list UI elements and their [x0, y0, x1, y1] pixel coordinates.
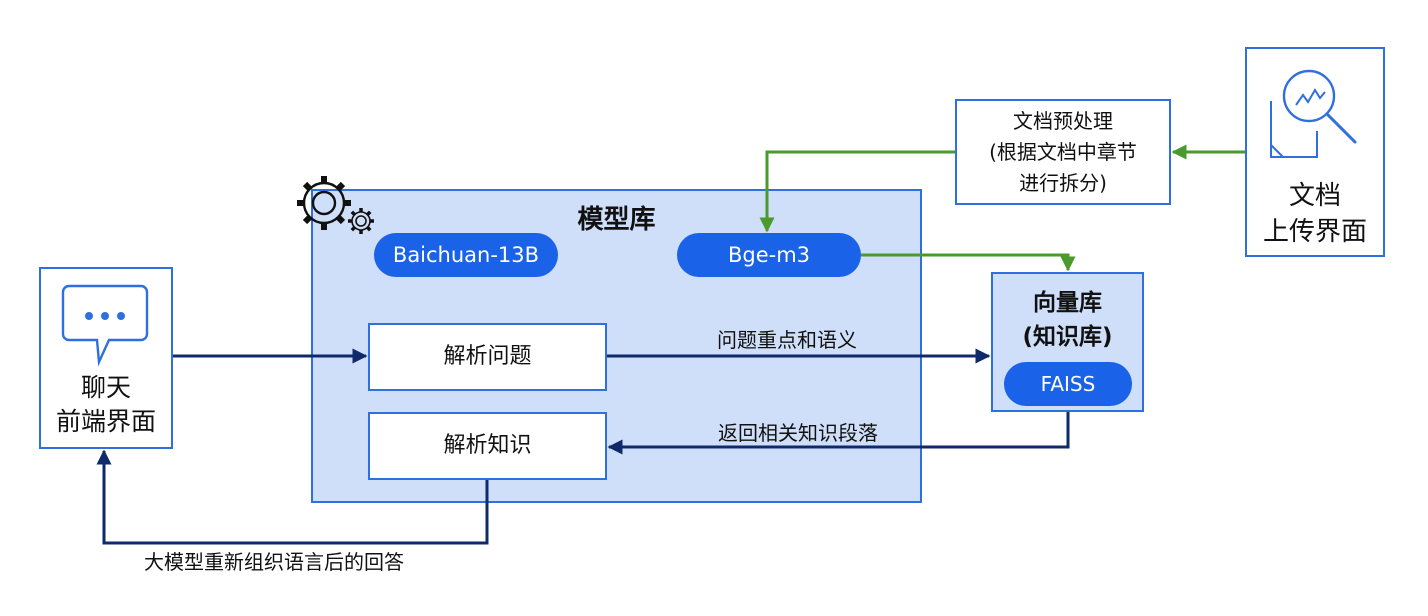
preprocessing-line3: 进行拆分) — [1019, 171, 1107, 195]
arrow-answer-to-chat — [96, 449, 489, 545]
document-search-icon — [1270, 69, 1357, 158]
parse-knowledge-box[interactable]: 解析知识 — [368, 412, 607, 480]
edge-label-db-to-knowledge: 返回相关知识段落 — [718, 421, 878, 445]
upload-ui-line1: 文档 — [1288, 181, 1341, 211]
chat-frontend-line1: 聊天 — [80, 373, 131, 402]
model-pill-bge[interactable]: Bge-m3 — [677, 233, 861, 277]
parse-knowledge-label: 解析知识 — [443, 433, 532, 458]
model-pill-baichuan[interactable]: Baichuan-13B — [374, 233, 558, 277]
faiss-pill[interactable]: FAISS — [1004, 362, 1132, 406]
parse-question-box[interactable]: 解析问题 — [368, 323, 607, 391]
edge-label-question-to-db: 问题重点和语义 — [717, 328, 857, 352]
preprocessing-box[interactable]: 文档预处理 (根据文档中章节 进行拆分) — [955, 99, 1171, 205]
chat-frontend-box[interactable]: 聊天 前端界面 — [39, 267, 173, 449]
arrow-bge-to-db — [861, 253, 1076, 272]
vector-db-line1: 向量库 — [1033, 290, 1102, 316]
chat-frontend-line2: 前端界面 — [55, 407, 156, 436]
preprocessing-line1: 文档预处理 — [1013, 109, 1113, 133]
model-library-title: 模型库 — [577, 205, 656, 235]
arrow-db-to-knowledge — [607, 412, 1070, 455]
arrow-preproc-to-bge — [759, 150, 955, 233]
upload-ui-line2: 上传界面 — [1262, 217, 1367, 247]
chat-bubble-icon — [61, 284, 149, 367]
preprocessing-line2: (根据文档中章节 — [989, 140, 1137, 164]
vector-db-line2: (知识库) — [1022, 324, 1113, 350]
edge-label-answer-back: 大模型重新组织语言后的回答 — [144, 550, 404, 574]
upload-ui-box[interactable]: 文档 上传界面 — [1245, 47, 1385, 257]
parse-question-label: 解析问题 — [443, 344, 532, 369]
